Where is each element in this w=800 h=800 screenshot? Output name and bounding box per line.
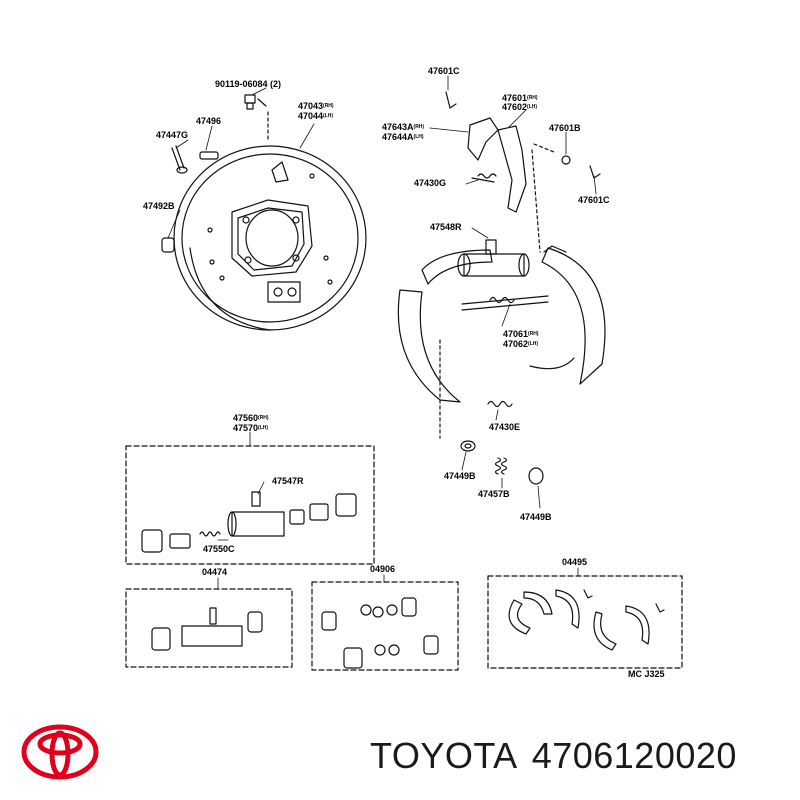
diagram-code: MC J325 <box>628 669 665 679</box>
label-47062-number: 47062 <box>503 339 529 349</box>
label-47430G: 47430G <box>414 178 447 188</box>
wheel-cylinder-box <box>126 446 374 564</box>
pin-47447G <box>172 146 187 173</box>
label-47457B: 47457B <box>478 489 510 499</box>
label-47643A: 47643A(RH) <box>382 122 424 132</box>
label-47602: 47602(LH) <box>502 102 537 112</box>
footer-caption: TOYOTA 4706120020 <box>370 735 751 777</box>
label-47430E: 47430E <box>489 422 521 432</box>
label-47601B: 47601B <box>549 123 581 133</box>
label-47062-side: (LH) <box>528 341 539 347</box>
label-47548R: 47548R <box>430 222 462 232</box>
label-47061: 47061(RH) <box>503 329 539 339</box>
label-47601C-top: 47601C <box>428 66 460 76</box>
label-47643A-side: (RH) <box>413 124 425 130</box>
bolt-90119 <box>245 95 268 140</box>
label-47550C: 47550C <box>203 544 235 554</box>
label-47043-side: (RH) <box>323 103 334 109</box>
label-47447G: 47447G <box>156 130 189 140</box>
hold-down-parts <box>461 441 543 484</box>
label-47560: 47560(RH) <box>233 413 269 423</box>
label-47044-side: (LH) <box>323 113 334 119</box>
label-47570-side: (LH) <box>258 425 269 431</box>
label-47044-number: 47044 <box>298 111 324 121</box>
leader-lines <box>168 76 596 589</box>
label-47601-side: (RH) <box>527 95 538 101</box>
backing-plate <box>174 146 366 330</box>
grommet-47492B <box>162 238 174 252</box>
brake-shoes <box>398 150 605 438</box>
part-number: 4706120020 <box>531 735 737 776</box>
brand-name: TOYOTA <box>370 735 518 776</box>
label-47570-number: 47570 <box>233 423 259 433</box>
label-47644A: 47644A(LH) <box>382 132 424 142</box>
label-90119: 90119-06084 (2) <box>215 79 282 89</box>
label-47496: 47496 <box>196 116 222 126</box>
label-47547R: 47547R <box>272 476 304 486</box>
label-47062: 47062(LH) <box>503 339 538 349</box>
label-47061-side: (RH) <box>528 331 539 337</box>
label-47043: 47043(RH) <box>298 101 334 111</box>
label-47643A-number: 47643A <box>382 122 414 132</box>
label-04906: 04906 <box>370 564 396 574</box>
label-47061-number: 47061 <box>503 329 529 339</box>
label-47570: 47570(LH) <box>233 423 268 433</box>
label-47492B: 47492B <box>143 201 175 211</box>
brake-assembly-diagram <box>0 0 800 700</box>
label-47560-side: (RH) <box>258 415 269 421</box>
label-47449B-left: 47449B <box>444 471 476 481</box>
kit-04474-box <box>126 589 292 667</box>
label-47601-number: 47601 <box>502 93 528 103</box>
label-47560-number: 47560 <box>233 413 259 423</box>
label-04474: 04474 <box>202 567 228 577</box>
label-47044: 47044(LH) <box>298 111 333 121</box>
label-47644A-number: 47644A <box>382 132 414 142</box>
label-47602-side: (LH) <box>527 104 538 110</box>
spacer-47496 <box>200 152 218 159</box>
label-47602-number: 47602 <box>502 102 528 112</box>
kit-04495-box <box>488 576 682 668</box>
label-47043-number: 47043 <box>298 101 324 111</box>
label-47601C-right: 47601C <box>578 195 610 205</box>
toyota-logo-icon <box>20 722 100 782</box>
label-47449B-right: 47449B <box>520 512 552 522</box>
kit-04906-box <box>312 582 458 670</box>
label-47601: 47601(RH) <box>502 93 538 103</box>
label-04495: 04495 <box>562 557 588 567</box>
label-47644A-side: (LH) <box>413 134 424 140</box>
